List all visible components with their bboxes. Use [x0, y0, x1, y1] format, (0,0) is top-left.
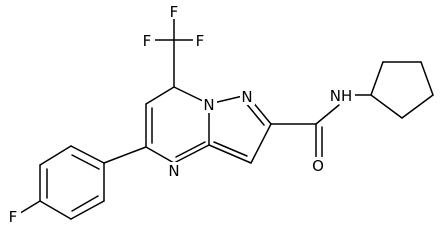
bond-c2-c3 — [250, 123, 272, 164]
bond-c3-c3a-double — [208, 144, 252, 164]
bond-ar-1 — [70, 145, 105, 164]
bond-n4-c3a — [173, 144, 210, 164]
bond-n4-c3a-inner — [175, 141, 206, 158]
atom-n-amide: NH — [330, 87, 353, 105]
atom-labels: F F F NH O N N N F — [6, 2, 355, 226]
atom-f-top-right: F — [196, 32, 205, 50]
bond-ar-5 — [70, 200, 105, 220]
bond-ar-1-inner — [71, 154, 100, 170]
atom-f-top-center: F — [170, 3, 179, 21]
atom-f-aryl: F — [9, 208, 18, 226]
bond-c3-c3a-inner — [213, 141, 248, 157]
atom-o-carbonyl: O — [312, 157, 324, 175]
fluorophenyl-ring — [16, 145, 147, 220]
atom-n-pyrimidine: N — [168, 162, 179, 180]
pyrazole-ring — [208, 94, 272, 164]
bond-carbonyl-n — [315, 104, 340, 125]
bond-ar-2 — [39, 145, 72, 166]
bond-ar-4 — [39, 200, 72, 220]
atom-f-top-left: F — [143, 32, 152, 50]
bond-cp-1 — [370, 61, 384, 96]
bond-c5-n4 — [145, 146, 175, 164]
bond-c5-aryl — [103, 146, 147, 164]
cyclopentyl-ring — [370, 61, 434, 119]
carboxamide-group — [270, 94, 372, 161]
bond-n1-c2-inner — [244, 101, 265, 126]
bond-cp-5 — [370, 94, 403, 119]
cf3-group — [149, 16, 199, 88]
bond-c7-c6 — [145, 86, 175, 105]
bond-cp-3 — [420, 61, 434, 96]
bond-ar-5-inner — [71, 195, 99, 212]
atom-n-bridge: N — [203, 96, 214, 114]
pyrimidine-ring — [145, 86, 210, 164]
atom-n-pyrazole: N — [241, 88, 252, 106]
bond-cp-4 — [401, 94, 434, 119]
